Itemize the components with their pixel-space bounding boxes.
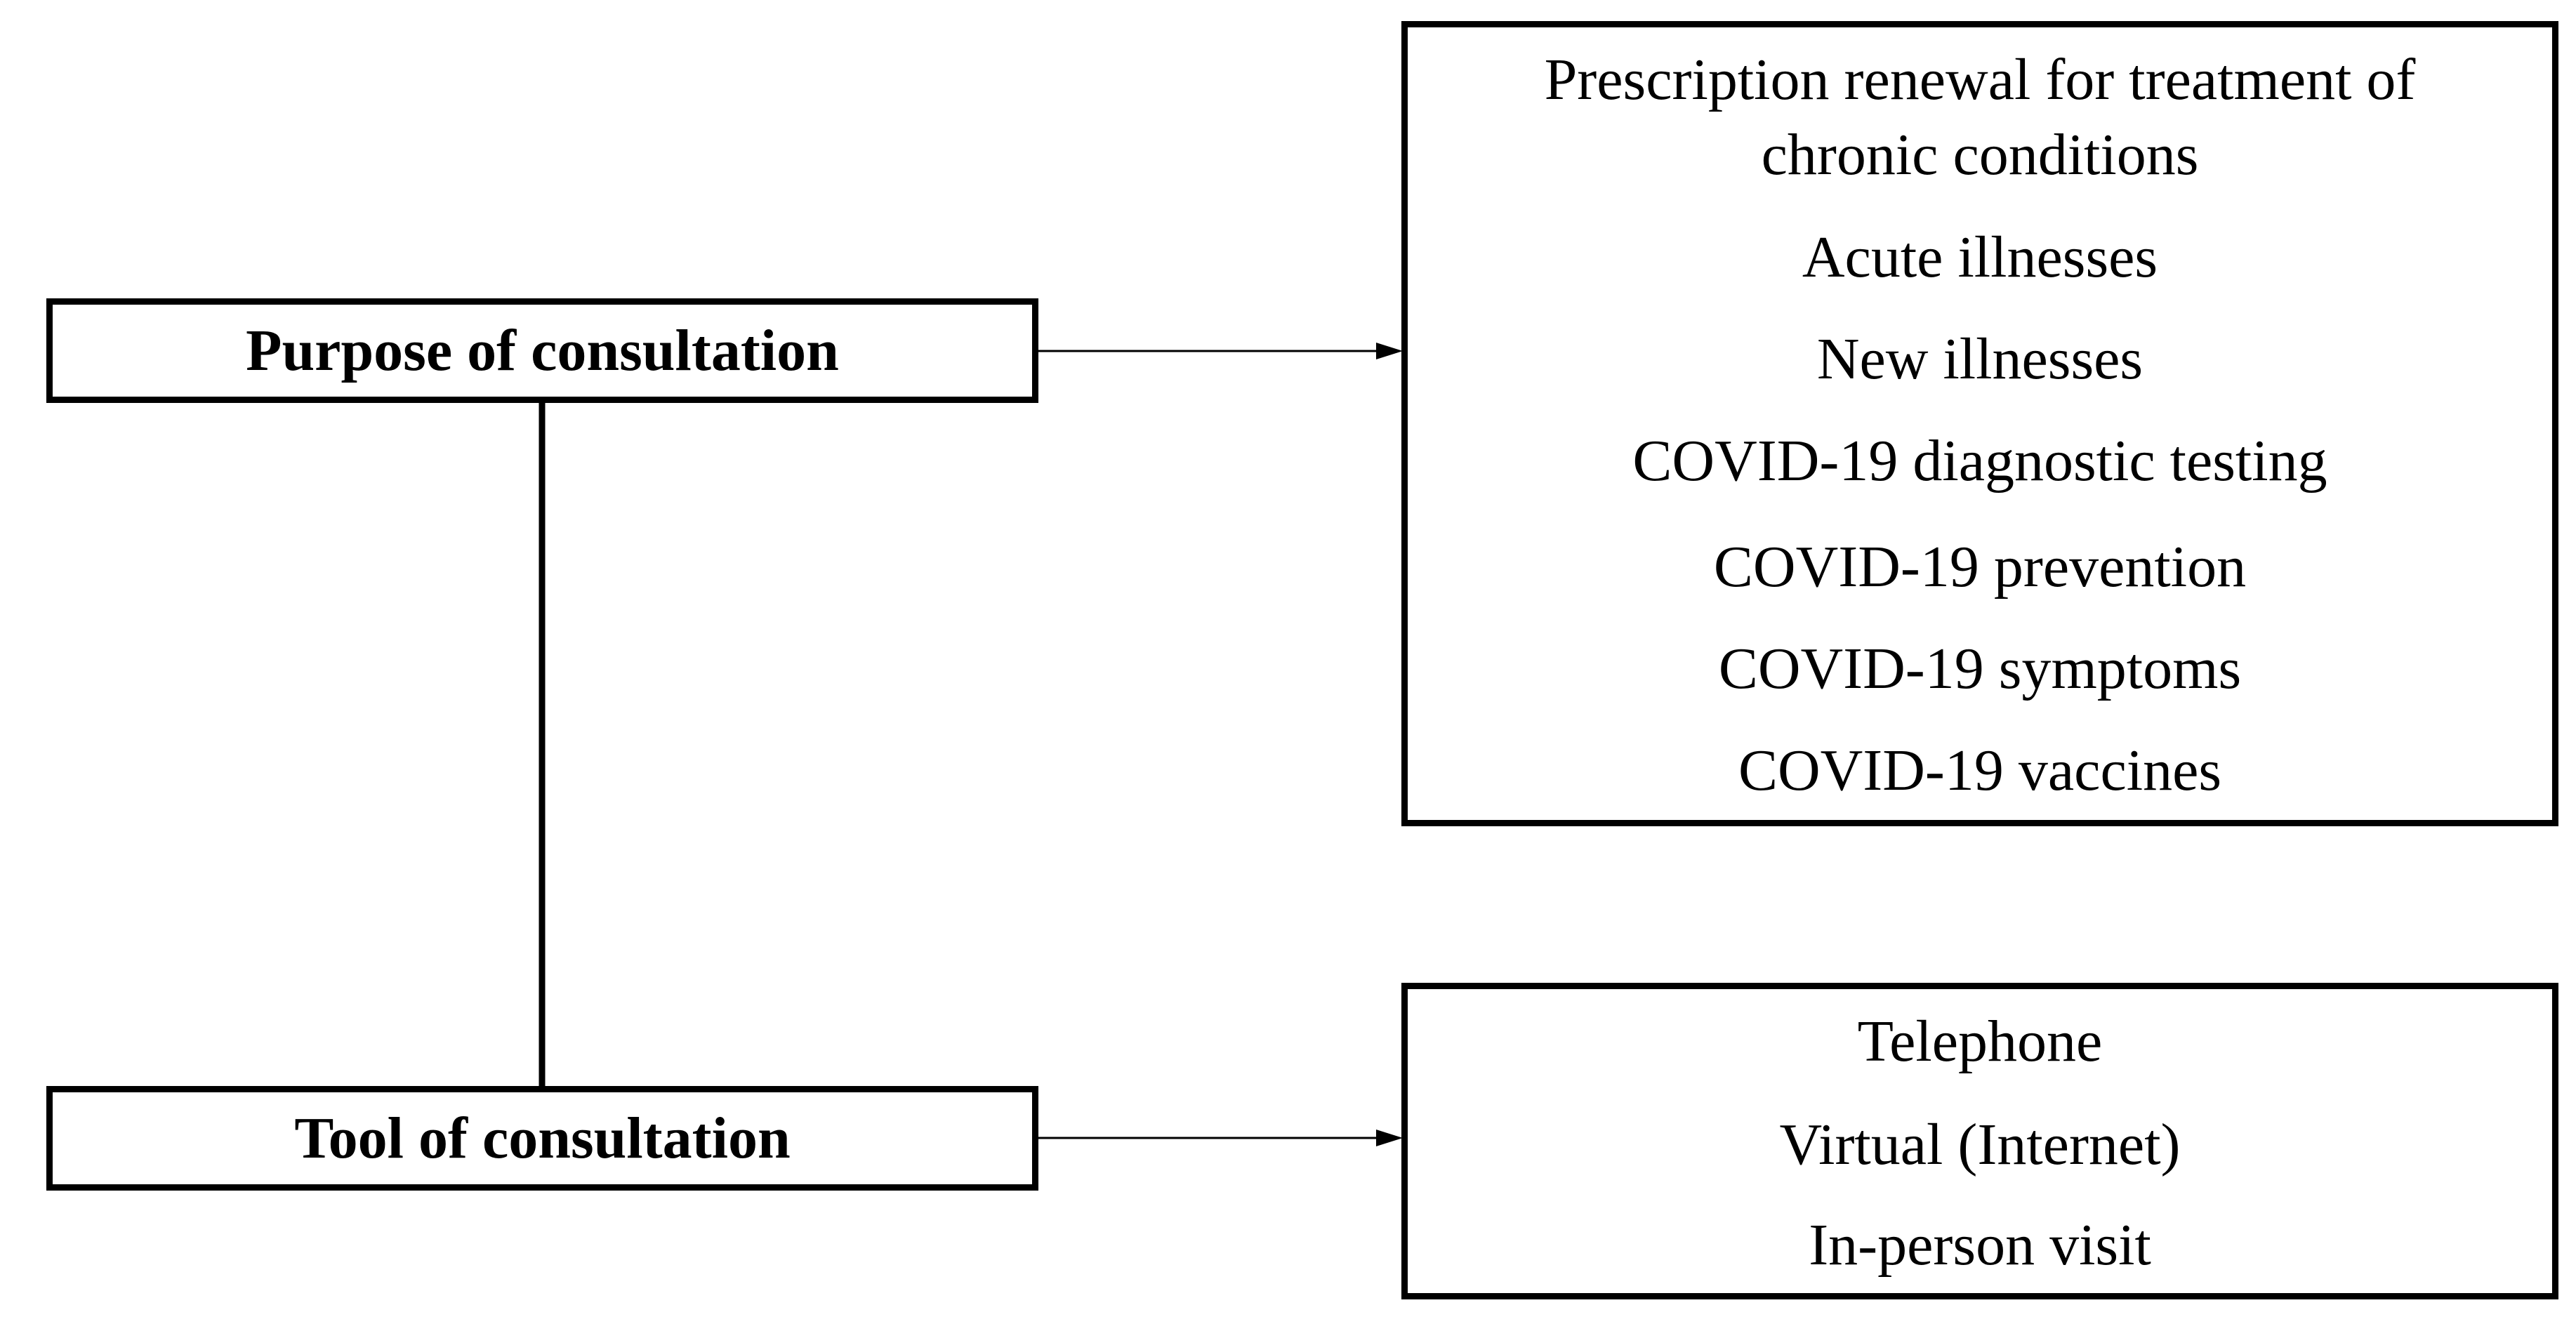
purpose-item: COVID-19 prevention	[1713, 534, 2247, 600]
tool-item: Virtual (Internet)	[1779, 1112, 2181, 1177]
tool-of-consultation-box: Tool of consultation	[46, 1086, 1038, 1191]
purpose-item: Acute illnesses	[1802, 225, 2158, 290]
tool-item: Telephone	[1857, 1009, 2103, 1074]
tool-items-box: Telephone Virtual (Internet) In-person v…	[1401, 983, 2558, 1299]
purpose-arrow-head	[1376, 343, 1403, 359]
purpose-items-box: Prescription renewal for treatment of ch…	[1401, 21, 2558, 826]
purpose-item: COVID-19 symptoms	[1718, 636, 2242, 701]
purpose-item: COVID-19 diagnostic testing	[1632, 428, 2327, 494]
purpose-of-consultation-box: Purpose of consultation	[46, 298, 1038, 403]
purpose-item: chronic conditions	[1761, 122, 2199, 187]
tool-arrow-head	[1376, 1130, 1403, 1146]
tool-label: Tool of consultation	[294, 1105, 791, 1171]
purpose-label: Purpose of consultation	[246, 317, 839, 383]
purpose-item: Prescription renewal for treatment of	[1544, 47, 2416, 112]
tool-item: In-person visit	[1809, 1212, 2151, 1278]
purpose-item: New illnesses	[1816, 326, 2144, 392]
purpose-item: COVID-19 vaccines	[1738, 738, 2222, 803]
